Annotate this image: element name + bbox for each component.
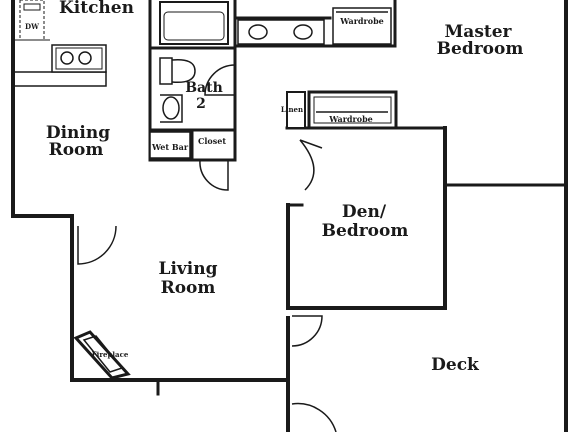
closet-label: Closet xyxy=(198,136,226,146)
wardrobe-top-label: Wardrobe xyxy=(339,16,384,26)
deck-label: Deck xyxy=(431,355,480,375)
fixtures xyxy=(13,0,398,380)
fixture-labels: DW Wardrobe Wardrobe Linen Wet Bar Close… xyxy=(25,16,384,359)
living-room-label-2: Room xyxy=(161,278,216,298)
den-bedroom-label-1: Den/ xyxy=(342,202,387,222)
master-bedroom-label-2: Bedroom xyxy=(437,39,524,59)
fireplace-label: Fireplace xyxy=(92,350,129,359)
living-room-label-1: Living xyxy=(159,259,218,279)
dishwasher-label: DW xyxy=(25,22,39,31)
kitchen-label: Kitchen xyxy=(59,0,134,18)
den-bedroom-label-2: Bedroom xyxy=(322,221,409,241)
room-labels: Kitchen Master Bedroom Dining Room Bath … xyxy=(46,0,523,375)
bath-label-2: 2 xyxy=(196,96,206,112)
master-bedroom-label-1: Master xyxy=(444,22,512,42)
bath-label-1: Bath xyxy=(185,80,223,96)
wardrobe-den-label: Wardrobe xyxy=(328,114,373,124)
dining-room-label-1: Dining xyxy=(46,123,110,143)
dining-room-label-2: Room xyxy=(49,140,104,160)
linen-label: Linen xyxy=(281,105,303,114)
doors xyxy=(71,64,337,432)
wet-bar-label: Wet Bar xyxy=(151,142,189,152)
